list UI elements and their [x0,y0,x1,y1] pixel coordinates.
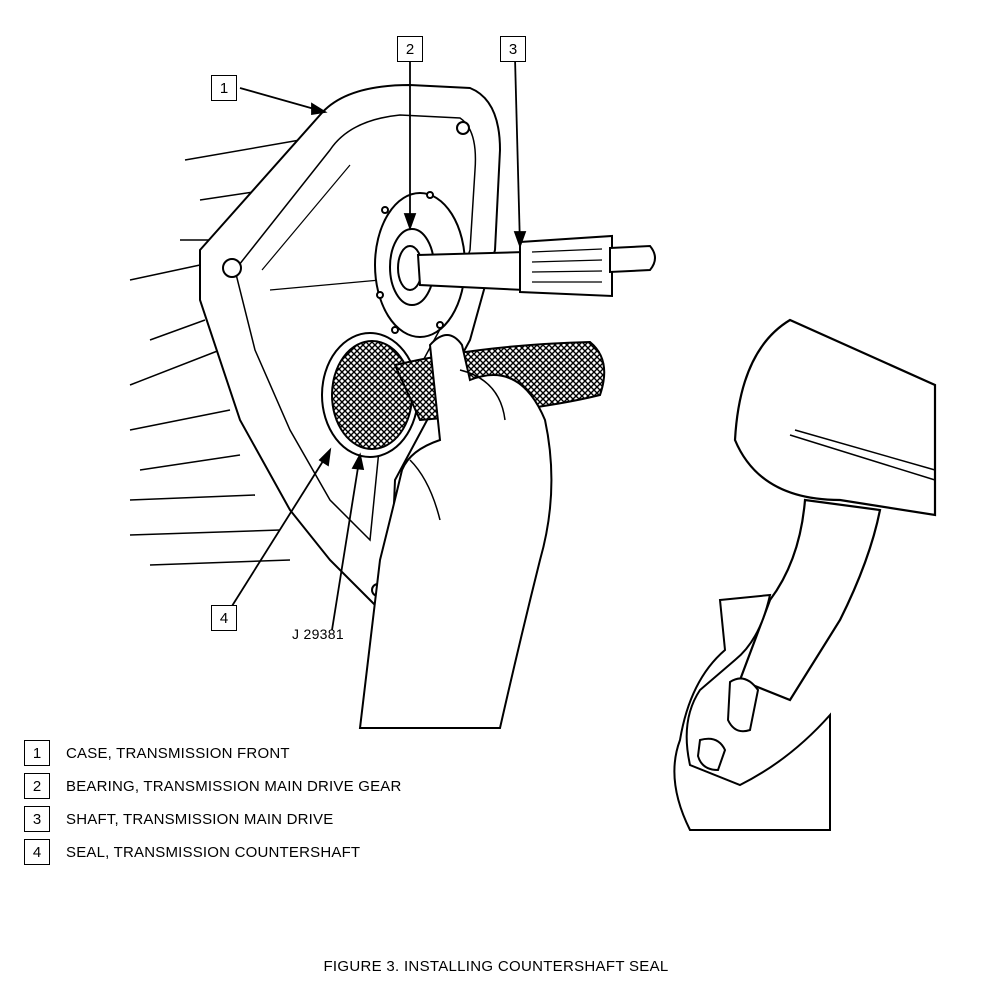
transmission-body-lines [129,139,301,566]
main-drive-shaft [416,234,656,298]
callout-1: 1 [211,75,237,101]
legend-item: 1 CASE, TRANSMISSION FRONT [24,740,402,766]
legend-item: 4 SEAL, TRANSMISSION COUNTERSHAFT [24,839,402,865]
legend-number: 3 [24,806,50,832]
legend-text: SHAFT, TRANSMISSION MAIN DRIVE [66,810,334,828]
legend-text: CASE, TRANSMISSION FRONT [66,744,290,762]
legend-text: BEARING, TRANSMISSION MAIN DRIVE GEAR [66,777,402,795]
parts-legend: 1 CASE, TRANSMISSION FRONT 2 BEARING, TR… [24,740,402,872]
legend-text: SEAL, TRANSMISSION COUNTERSHAFT [66,843,361,861]
legend-number: 1 [24,740,50,766]
callout-4: 4 [211,605,237,631]
tool-number-label: J 29381 [292,626,344,642]
mallet [733,318,937,702]
legend-item: 3 SHAFT, TRANSMISSION MAIN DRIVE [24,806,402,832]
legend-number: 2 [24,773,50,799]
callout-3: 3 [500,36,526,62]
legend-item: 2 BEARING, TRANSMISSION MAIN DRIVE GEAR [24,773,402,799]
countershaft-seal [321,332,419,458]
figure-caption: FIGURE 3. INSTALLING COUNTERSHAFT SEAL [323,958,669,975]
leader-lines [231,57,527,631]
callout-2: 2 [397,36,423,62]
right-hand [673,593,831,831]
left-hand [358,334,553,729]
legend-number: 4 [24,839,50,865]
